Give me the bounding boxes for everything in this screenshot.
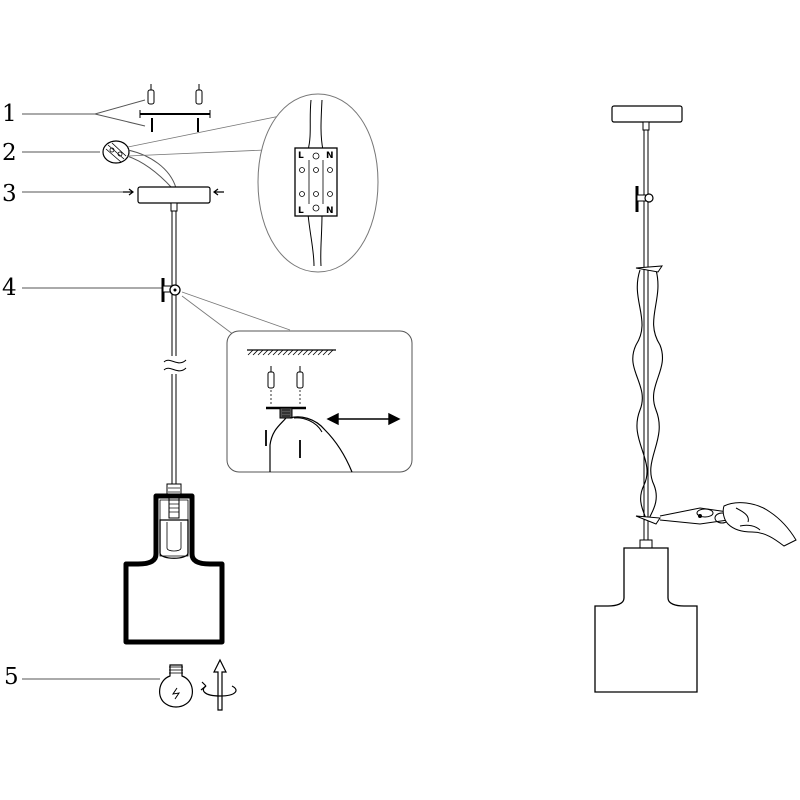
terminal-label-top-n: N bbox=[326, 151, 334, 161]
terminal-connector bbox=[102, 140, 177, 189]
detail-anchor-left bbox=[267, 371, 275, 389]
zoom-lines-terminal bbox=[127, 114, 286, 157]
callout-leaders bbox=[22, 99, 162, 680]
terminal-label-bottom-l: L bbox=[298, 206, 304, 216]
pendant-assembled-right bbox=[594, 105, 698, 693]
anchors-and-screws bbox=[139, 84, 211, 132]
suspension-cable-left bbox=[163, 211, 187, 484]
scissors-icon bbox=[659, 507, 730, 525]
double-arrow-icon bbox=[326, 412, 401, 426]
zoom-lines-grip bbox=[181, 291, 291, 339]
cable-grip bbox=[161, 278, 181, 302]
callout-number-2: 2 bbox=[2, 140, 17, 166]
cable-grip-detail-box bbox=[226, 330, 413, 473]
wall-anchor-right bbox=[195, 89, 203, 105]
callout-number-4: 4 bbox=[2, 275, 17, 301]
terminal-label-bottom-n: N bbox=[326, 206, 334, 216]
arrow-right-icon bbox=[123, 188, 134, 196]
rotate-clockwise-icon bbox=[200, 658, 237, 711]
terminal-detail-bubble: L N L N bbox=[257, 93, 379, 273]
callout-number-5: 5 bbox=[4, 664, 19, 690]
detail-anchor-right bbox=[296, 371, 304, 389]
ceiling-canopy bbox=[123, 186, 224, 212]
callout-number-3: 3 bbox=[2, 181, 17, 207]
light-bulb-icon bbox=[159, 664, 193, 708]
ceiling-hatch bbox=[247, 349, 334, 356]
wall-anchor-left bbox=[147, 89, 155, 105]
leader-line-1 bbox=[22, 99, 146, 115]
arrow-left-icon bbox=[213, 188, 224, 196]
terminal-label-top-l: L bbox=[298, 151, 304, 161]
callout-number-1: 1 bbox=[2, 101, 17, 127]
pendant-shade-left bbox=[123, 483, 225, 645]
leader-line-1b bbox=[94, 113, 146, 127]
hand-icon bbox=[722, 502, 797, 547]
